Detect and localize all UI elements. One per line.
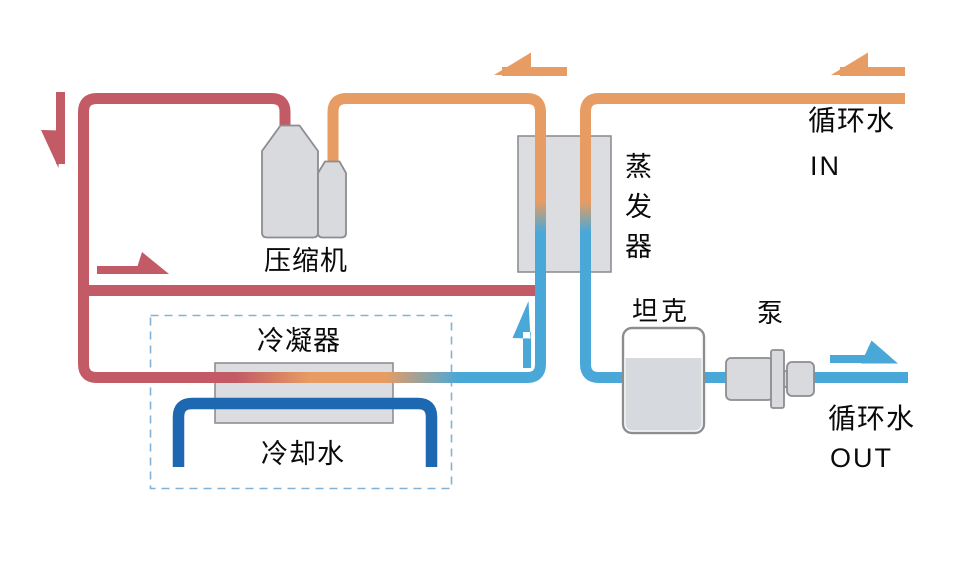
pump-body	[725, 357, 774, 401]
evaporator-box	[517, 135, 612, 273]
compressor-label: 压缩机	[264, 246, 348, 276]
evaporator-label: 蒸发器	[625, 152, 653, 262]
condenser-gradient-pipe	[210, 233, 546, 383]
chilled-water-pipe	[580, 238, 908, 383]
cooling-water-pipe	[172, 397, 438, 467]
compressor-small-tank	[317, 160, 347, 239]
pump-label: 泵	[757, 298, 785, 328]
suction-pipe	[327, 93, 546, 205]
flow-arrow-up-icon	[512, 301, 531, 368]
tank-water-level	[625, 358, 702, 431]
condenser-label: 冷凝器	[257, 326, 341, 356]
red-discharge-pipe	[78, 93, 291, 383]
circulating-water-in-label: 循环水	[808, 105, 896, 136]
circulating-water-out-label: 循环水	[828, 403, 916, 434]
flow-arrow-right-red-icon	[97, 252, 169, 274]
compressor-large-tank	[261, 124, 319, 239]
pump-motor	[786, 361, 815, 397]
flow-arrow-down-icon	[41, 92, 65, 168]
flow-arrow-left-water-in-icon	[831, 52, 905, 76]
flow-arrow-right-water-out-icon	[830, 340, 898, 364]
circulating-water-in-direction: IN	[810, 151, 841, 181]
water-in-pipe	[580, 93, 905, 205]
pump-flange	[770, 349, 785, 409]
tank-label: 坦克	[632, 296, 691, 326]
flow-arrow-left-suction-icon	[494, 52, 567, 76]
circulating-water-out-direction: OUT	[830, 443, 893, 473]
tank-outline	[621, 326, 706, 435]
condenser-dashed-enclosure	[149, 314, 453, 490]
cooling-water-label: 冷却水	[261, 439, 345, 469]
